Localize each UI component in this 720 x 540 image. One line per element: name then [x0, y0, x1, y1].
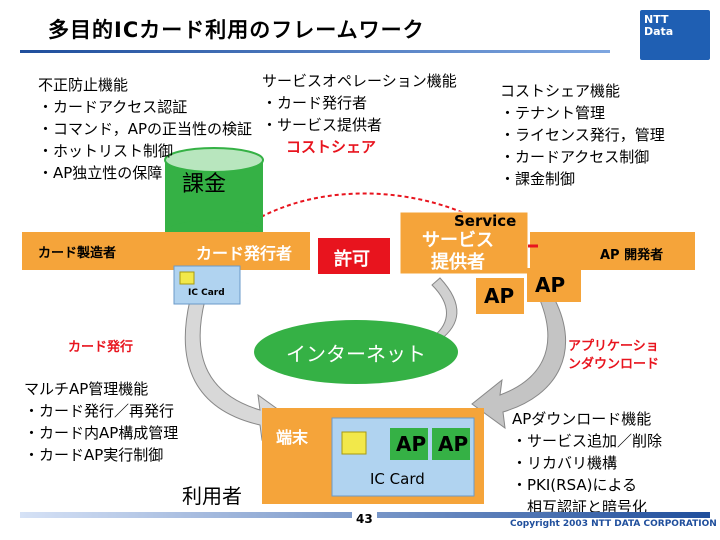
- developer-ap-box-shape: [527, 268, 581, 302]
- issuer-function-item: ・ホットリスト制御: [38, 142, 174, 160]
- ap-download-heading: APダウンロード機能: [512, 410, 652, 428]
- user-ap1-box-shape: [390, 428, 428, 460]
- developer-ap-label: AP: [535, 273, 566, 297]
- costshare-note: コストシェア: [286, 138, 377, 156]
- card-maker-box-shape: [22, 232, 180, 270]
- copyright: Copyright 2003 NTT DATA CORPORATION: [510, 519, 717, 529]
- service-ap-label: AP: [484, 284, 515, 308]
- costshare-function-item: ・カードアクセス制御: [500, 148, 650, 166]
- service-function-item: ・カード発行者: [262, 94, 368, 112]
- issuer-function-item: ・カードアクセス認証: [38, 98, 188, 116]
- user-label: 利用者: [182, 484, 242, 508]
- page-number: 43: [352, 512, 377, 526]
- card-maker-label: カード製造者: [38, 246, 117, 261]
- multi-ap-item: ・カードAP実行制御: [24, 446, 164, 464]
- ap-download-item: ・リカバリ機構: [512, 454, 618, 472]
- ap-download-item: 相互認証と暗号化: [512, 498, 648, 516]
- permission-label: 許可: [334, 249, 370, 270]
- ap-developer-label: AP 開発者: [600, 248, 664, 263]
- internet-label: インターネット: [286, 342, 426, 366]
- ntt-data-logo: [640, 10, 710, 60]
- multi-ap-functions: マルチAP管理機能 ・カード発行／再発行 ・カード内AP構成管理 ・カードAP実…: [24, 378, 178, 466]
- service-functions: サービスオペレーション機能 ・カード発行者 ・サービス提供者 コストシェア: [262, 70, 457, 158]
- costshare-function-item: ・課金制御: [500, 170, 576, 188]
- service-provider-box-shape: [399, 211, 529, 275]
- issuer-function-item: ・コマンド，APの正当性の検証: [38, 120, 253, 138]
- app-download-label: アプリケーションダウンロード: [568, 339, 660, 372]
- service-function-item: ・サービス提供者: [262, 116, 383, 134]
- service-ap-box-shape: [476, 278, 524, 314]
- billing-label: 課金: [182, 172, 227, 197]
- ap-download-item: ・サービス追加／削除: [512, 432, 663, 450]
- ap-developer-box-shape: [530, 232, 695, 270]
- terminal-label: 端末: [276, 428, 309, 447]
- costshare-functions: コストシェア機能 ・テナント管理 ・ライセンス発行，管理 ・カードアクセス制御 …: [500, 80, 665, 190]
- internet-cloud-shape: [254, 320, 458, 384]
- multi-ap-item: ・カード発行／再発行: [24, 402, 175, 420]
- costshare-functions-heading: コストシェア機能: [500, 82, 621, 100]
- card-issuer-label: カード発行者: [196, 244, 293, 263]
- service-functions-heading: サービスオペレーション機能: [262, 72, 457, 90]
- issuer-functions: 不正防止機能 ・カードアクセス認証 ・コマンド，APの正当性の検証 ・ホットリス…: [38, 74, 252, 184]
- card-issuer-box-shape: [176, 232, 310, 270]
- user-ap2-label: AP: [438, 432, 469, 456]
- service-tag-label: Service: [454, 212, 517, 230]
- user-chip-shape: [341, 431, 367, 455]
- issuer-function-item: ・AP独立性の保障: [38, 164, 163, 182]
- card-issuance-label: カード発行: [68, 340, 134, 355]
- multi-ap-heading: マルチAP管理機能: [24, 380, 149, 398]
- ap-download-functions: APダウンロード機能 ・サービス追加／削除 ・リカバリ機構 ・PKI(RSA)に…: [512, 408, 662, 518]
- page-title: 多目的ICカード利用のフレームワーク: [48, 18, 425, 42]
- costshare-function-item: ・ライセンス発行，管理: [500, 126, 665, 144]
- user-ic-card-label: IC Card: [370, 470, 425, 488]
- user-ap1-label: AP: [396, 432, 427, 456]
- issuer-functions-heading: 不正防止機能: [38, 76, 129, 94]
- permission-box-shape: [318, 238, 390, 274]
- title-underline: [20, 50, 610, 53]
- service-provider-label: サービス提供者: [422, 230, 494, 273]
- user-ap2-box-shape: [432, 428, 470, 460]
- multi-ap-item: ・カード内AP構成管理: [24, 424, 179, 442]
- issuer-ic-card-label: IC Card: [188, 288, 225, 298]
- ap-download-item: ・PKI(RSA)による: [512, 476, 638, 494]
- issuer-chip-shape: [179, 271, 195, 285]
- download-arrow: [471, 299, 567, 430]
- costshare-function-item: ・テナント管理: [500, 104, 606, 122]
